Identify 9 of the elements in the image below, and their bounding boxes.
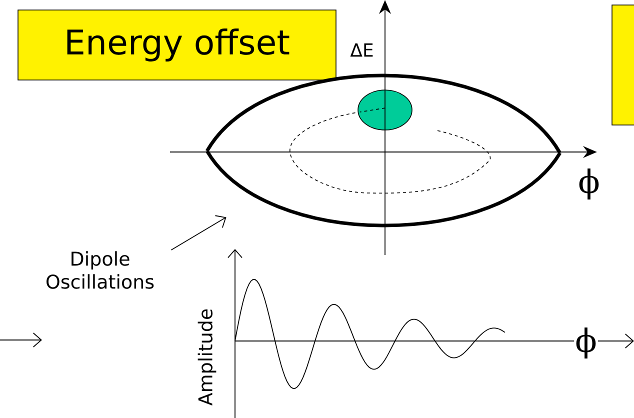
title-box: Energy offset	[18, 10, 336, 80]
separatrix-drawing	[206, 74, 562, 228]
annotation-text: Dipole Oscillations	[46, 251, 154, 289]
axis-label: ΔE	[350, 43, 373, 57]
leader-arrow	[170, 215, 226, 250]
note-box	[612, 4, 634, 126]
axis-label: ϕ	[579, 168, 599, 200]
axis-label: ϕ	[574, 326, 598, 360]
axis-label: Amplitude	[198, 309, 216, 406]
